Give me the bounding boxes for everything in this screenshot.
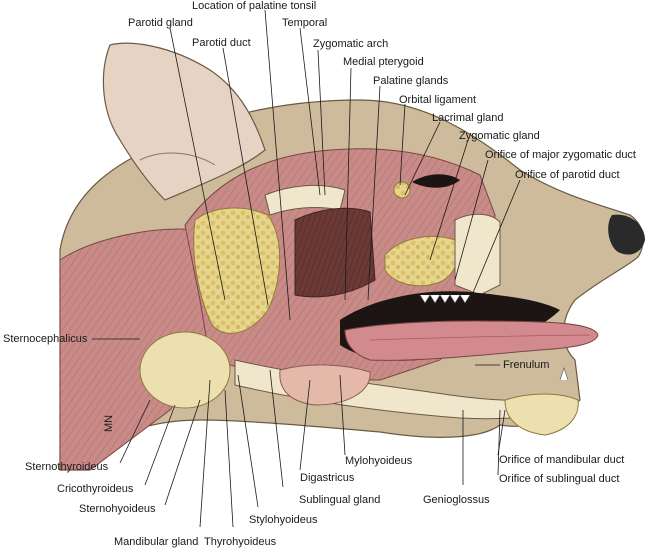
lacrimal-gland bbox=[393, 181, 411, 199]
maxilla bbox=[454, 213, 501, 296]
label-thyrohyoideus: Thyrohyoideus bbox=[204, 536, 277, 548]
label-sternothyroideus: Sternothyroideus bbox=[25, 461, 109, 473]
chin bbox=[504, 393, 579, 436]
medial-pterygoid bbox=[294, 207, 376, 298]
label-temporal: Temporal bbox=[282, 17, 327, 29]
label-parotid-gland: Parotid gland bbox=[128, 17, 193, 29]
label-sublingual-gland: Sublingual gland bbox=[299, 494, 380, 506]
label-sternocephalicus: Sternocephalicus bbox=[3, 333, 88, 345]
label-parotid-duct: Parotid duct bbox=[192, 37, 251, 49]
neck-muscles bbox=[59, 228, 216, 471]
label-digastricus: Digastricus bbox=[300, 472, 355, 484]
label-medial-pterygoid: Medial pterygoid bbox=[343, 56, 424, 68]
leader-lines bbox=[92, 9, 521, 528]
label-zygomatic-gland: Zygomatic gland bbox=[459, 130, 540, 142]
label-frenulum: Frenulum bbox=[503, 359, 549, 371]
label-orifice-sublingual-duct: Orifice of sublingual duct bbox=[499, 473, 619, 485]
label-genioglossus: Genioglossus bbox=[423, 494, 490, 506]
label-stylohyoideus: Stylohyoideus bbox=[249, 514, 318, 526]
label-orbital-ligament: Orbital ligament bbox=[399, 94, 476, 106]
nose bbox=[608, 214, 645, 255]
label-palatine-tonsil-location: Location of palatine tonsil bbox=[192, 0, 316, 12]
mandibular-gland bbox=[139, 331, 231, 409]
tongue bbox=[344, 320, 599, 361]
sublingual-gland bbox=[279, 364, 371, 406]
eye bbox=[412, 174, 460, 188]
labels: Parotid gland Location of palatine tonsi… bbox=[3, 0, 636, 548]
label-orifice-mandibular-duct: Orifice of mandibular duct bbox=[499, 454, 624, 466]
label-orifice-parotid-duct: Orifice of parotid duct bbox=[515, 169, 620, 181]
artist-initials: MN bbox=[103, 415, 115, 432]
label-zygomatic-arch: Zygomatic arch bbox=[313, 38, 388, 50]
label-mandibular-gland: Mandibular gland bbox=[114, 536, 198, 548]
label-palatine-glands: Palatine glands bbox=[373, 75, 449, 87]
upper-teeth bbox=[419, 294, 471, 304]
zygomatic-gland bbox=[384, 236, 459, 287]
label-cricothyroideus: Cricothyroideus bbox=[57, 483, 134, 495]
label-mylohyoideus: Mylohyoideus bbox=[345, 455, 413, 467]
label-orifice-major-zygomatic-duct: Orifice of major zygomatic duct bbox=[485, 149, 636, 161]
parotid-gland bbox=[193, 207, 281, 334]
label-sternohyoideus: Sternohyoideus bbox=[79, 503, 156, 515]
label-lacrimal-gland: Lacrimal gland bbox=[432, 112, 504, 124]
ear bbox=[102, 42, 266, 201]
